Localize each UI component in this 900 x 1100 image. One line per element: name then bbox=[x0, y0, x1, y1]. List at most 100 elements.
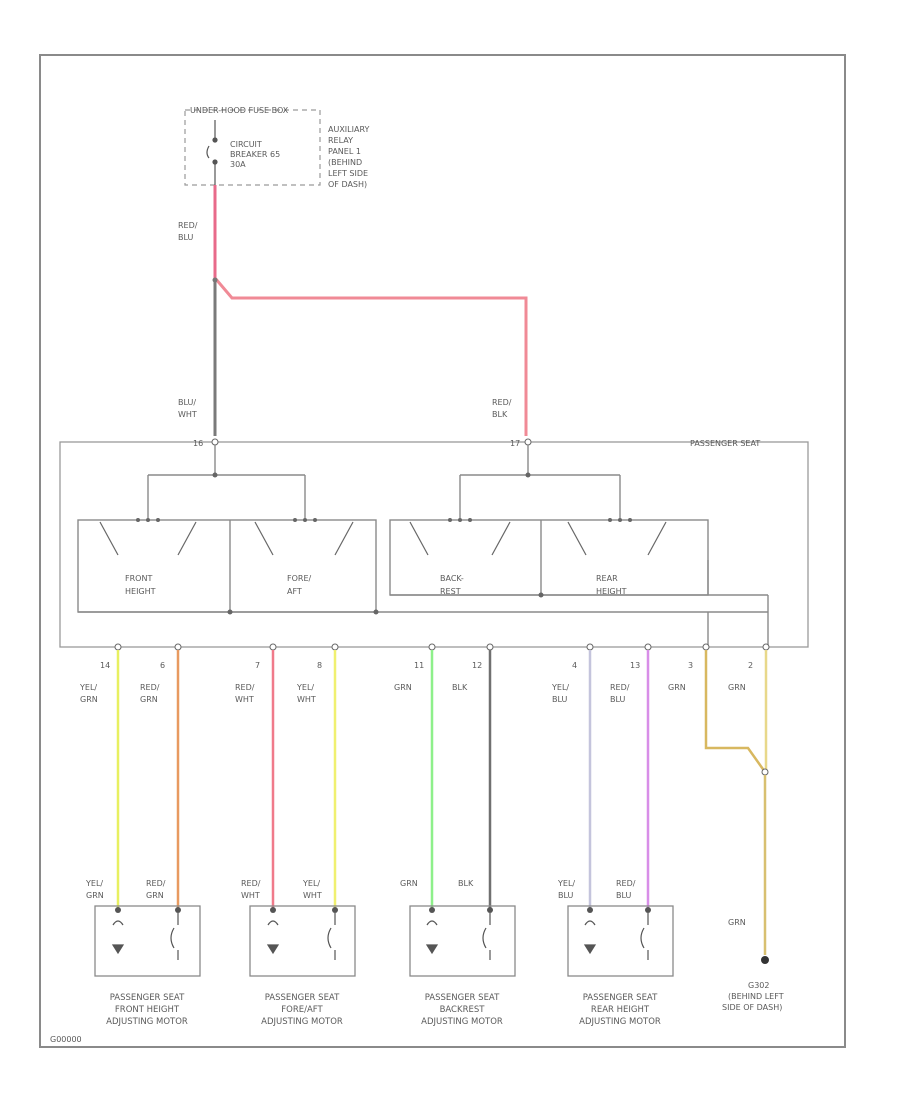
switch-label-backrest-2: REST bbox=[440, 587, 461, 596]
pin-number: 6 bbox=[160, 661, 165, 670]
motor-name: FORE/AFT bbox=[281, 1005, 323, 1015]
motor-icon bbox=[266, 913, 336, 960]
pin-terminal bbox=[702, 643, 710, 651]
motor-name: ADJUSTING MOTOR bbox=[106, 1017, 188, 1027]
right-wire-color-2: BLK bbox=[492, 410, 508, 419]
pin-number: 14 bbox=[100, 661, 110, 670]
pin-wire-color: GRN bbox=[394, 683, 412, 692]
left-wire-color-1: BLU/ bbox=[178, 398, 196, 407]
diagram-frame bbox=[39, 54, 846, 1048]
pin-number: 2 bbox=[748, 661, 753, 670]
pin-terminal bbox=[269, 643, 277, 651]
switch-contacts-icon bbox=[99, 521, 667, 556]
pin-wire-color: GRN bbox=[728, 683, 746, 692]
panel-line-4: (BEHIND bbox=[328, 158, 362, 167]
cb-line-3: 30A bbox=[230, 160, 246, 169]
switch-label-front-height-2: HEIGHT bbox=[125, 587, 156, 596]
motor-terminal bbox=[487, 907, 493, 913]
pin-terminal bbox=[644, 643, 652, 651]
motor-wire-color: GRN bbox=[86, 891, 104, 900]
motor-name: PASSENGER SEAT bbox=[110, 993, 185, 1003]
internal-wiring bbox=[77, 445, 769, 645]
wire-line bbox=[704, 650, 767, 773]
pin-wire-color: GRN bbox=[668, 683, 686, 692]
pin-number: 11 bbox=[414, 661, 424, 670]
motor-icon bbox=[583, 913, 649, 960]
ground-circuit: GRN G302 (BEHIND LEFT SIDE OF DASH) bbox=[722, 768, 784, 1012]
motor-icon bbox=[111, 913, 179, 960]
pin-wire-color: BLU bbox=[552, 695, 568, 704]
passenger-seat-label: PASSENGER SEAT bbox=[690, 439, 760, 448]
motor-terminal bbox=[270, 907, 276, 913]
motor-name: PASSENGER SEAT bbox=[265, 993, 340, 1003]
pin-number: 4 bbox=[572, 661, 577, 670]
ground-icon bbox=[761, 956, 769, 964]
pin-number: 3 bbox=[688, 661, 693, 670]
switch-label-backrest-1: BACK- bbox=[440, 574, 464, 583]
switch-label-rear-height-1: REAR bbox=[596, 574, 618, 583]
switch-label-fore-aft-1: FORE/ bbox=[287, 574, 312, 583]
motor-wire-color: GRN bbox=[400, 879, 418, 888]
pin-terminal bbox=[428, 643, 436, 651]
motor-box bbox=[409, 905, 516, 977]
pin-wires: 14YEL/GRN6RED/GRN7RED/WHT8YEL/WHT11GRN12… bbox=[79, 643, 770, 908]
passenger-seat-box: PASSENGER SEAT 16 17 bbox=[59, 438, 809, 648]
pin-16-label: 16 bbox=[193, 439, 203, 448]
panel-line-2: RELAY bbox=[328, 136, 353, 145]
fuse-box-title: UNDER-HOOD FUSE BOX bbox=[190, 106, 289, 115]
motor-terminal bbox=[175, 907, 181, 913]
feed-wire-color-1: RED/ bbox=[178, 221, 198, 230]
ground-wire-color: GRN bbox=[728, 918, 746, 927]
panel-line-5: LEFT SIDE bbox=[328, 169, 368, 178]
motor-wire-color: GRN bbox=[146, 891, 164, 900]
pin-terminal bbox=[762, 643, 770, 651]
motor-box bbox=[567, 905, 674, 977]
pin-wire-color: WHT bbox=[297, 695, 316, 704]
feed-wire: RED/ BLU BLU/ WHT RED/ BLK bbox=[178, 185, 528, 436]
motor-wire-color: YEL/ bbox=[302, 879, 320, 888]
circuit-breaker-icon bbox=[206, 120, 218, 185]
pin-number: 12 bbox=[472, 661, 482, 670]
pin-wire-color: BLU bbox=[610, 695, 626, 704]
pin-terminal bbox=[331, 643, 339, 651]
ground-line-1: G302 bbox=[748, 981, 769, 990]
pin-number: 13 bbox=[630, 661, 640, 670]
panel-line-6: OF DASH) bbox=[328, 180, 367, 189]
pin-wire-color: GRN bbox=[80, 695, 98, 704]
cb-line-2: BREAKER 65 bbox=[230, 150, 280, 159]
motor-name: ADJUSTING MOTOR bbox=[261, 1017, 343, 1027]
ground-line-3: SIDE OF DASH) bbox=[722, 1003, 782, 1012]
motor-name: BACKREST bbox=[440, 1005, 486, 1015]
right-wire-color-1: RED/ bbox=[492, 398, 512, 407]
motor-wire-color: RED/ bbox=[241, 879, 261, 888]
panel-line-1: AUXILIARY bbox=[328, 125, 370, 134]
motor-wire-color: WHT bbox=[303, 891, 322, 900]
pin-number: 7 bbox=[255, 661, 260, 670]
feed-wire-color-2: BLU bbox=[178, 233, 194, 242]
motor-name: ADJUSTING MOTOR bbox=[579, 1017, 661, 1027]
motors: YEL/GRN RED/GRN PASSENGER SEAT FRONT HEIGHT… bbox=[85, 879, 674, 1027]
motor-terminal bbox=[429, 907, 435, 913]
motor-wire-color: RED/ bbox=[146, 879, 166, 888]
motor-box bbox=[94, 905, 201, 977]
motor-name: FRONT HEIGHT bbox=[115, 1005, 180, 1015]
pin-terminal bbox=[114, 643, 122, 651]
motor-box bbox=[249, 905, 356, 977]
motor-name: ADJUSTING MOTOR bbox=[421, 1017, 503, 1027]
motor-wire-color: BLU bbox=[558, 891, 574, 900]
pin-wire-color: WHT bbox=[235, 695, 254, 704]
switch-label-fore-aft-2: AFT bbox=[287, 587, 302, 596]
pin-wire-color: RED/ bbox=[610, 683, 630, 692]
bus-junctions bbox=[212, 472, 544, 615]
